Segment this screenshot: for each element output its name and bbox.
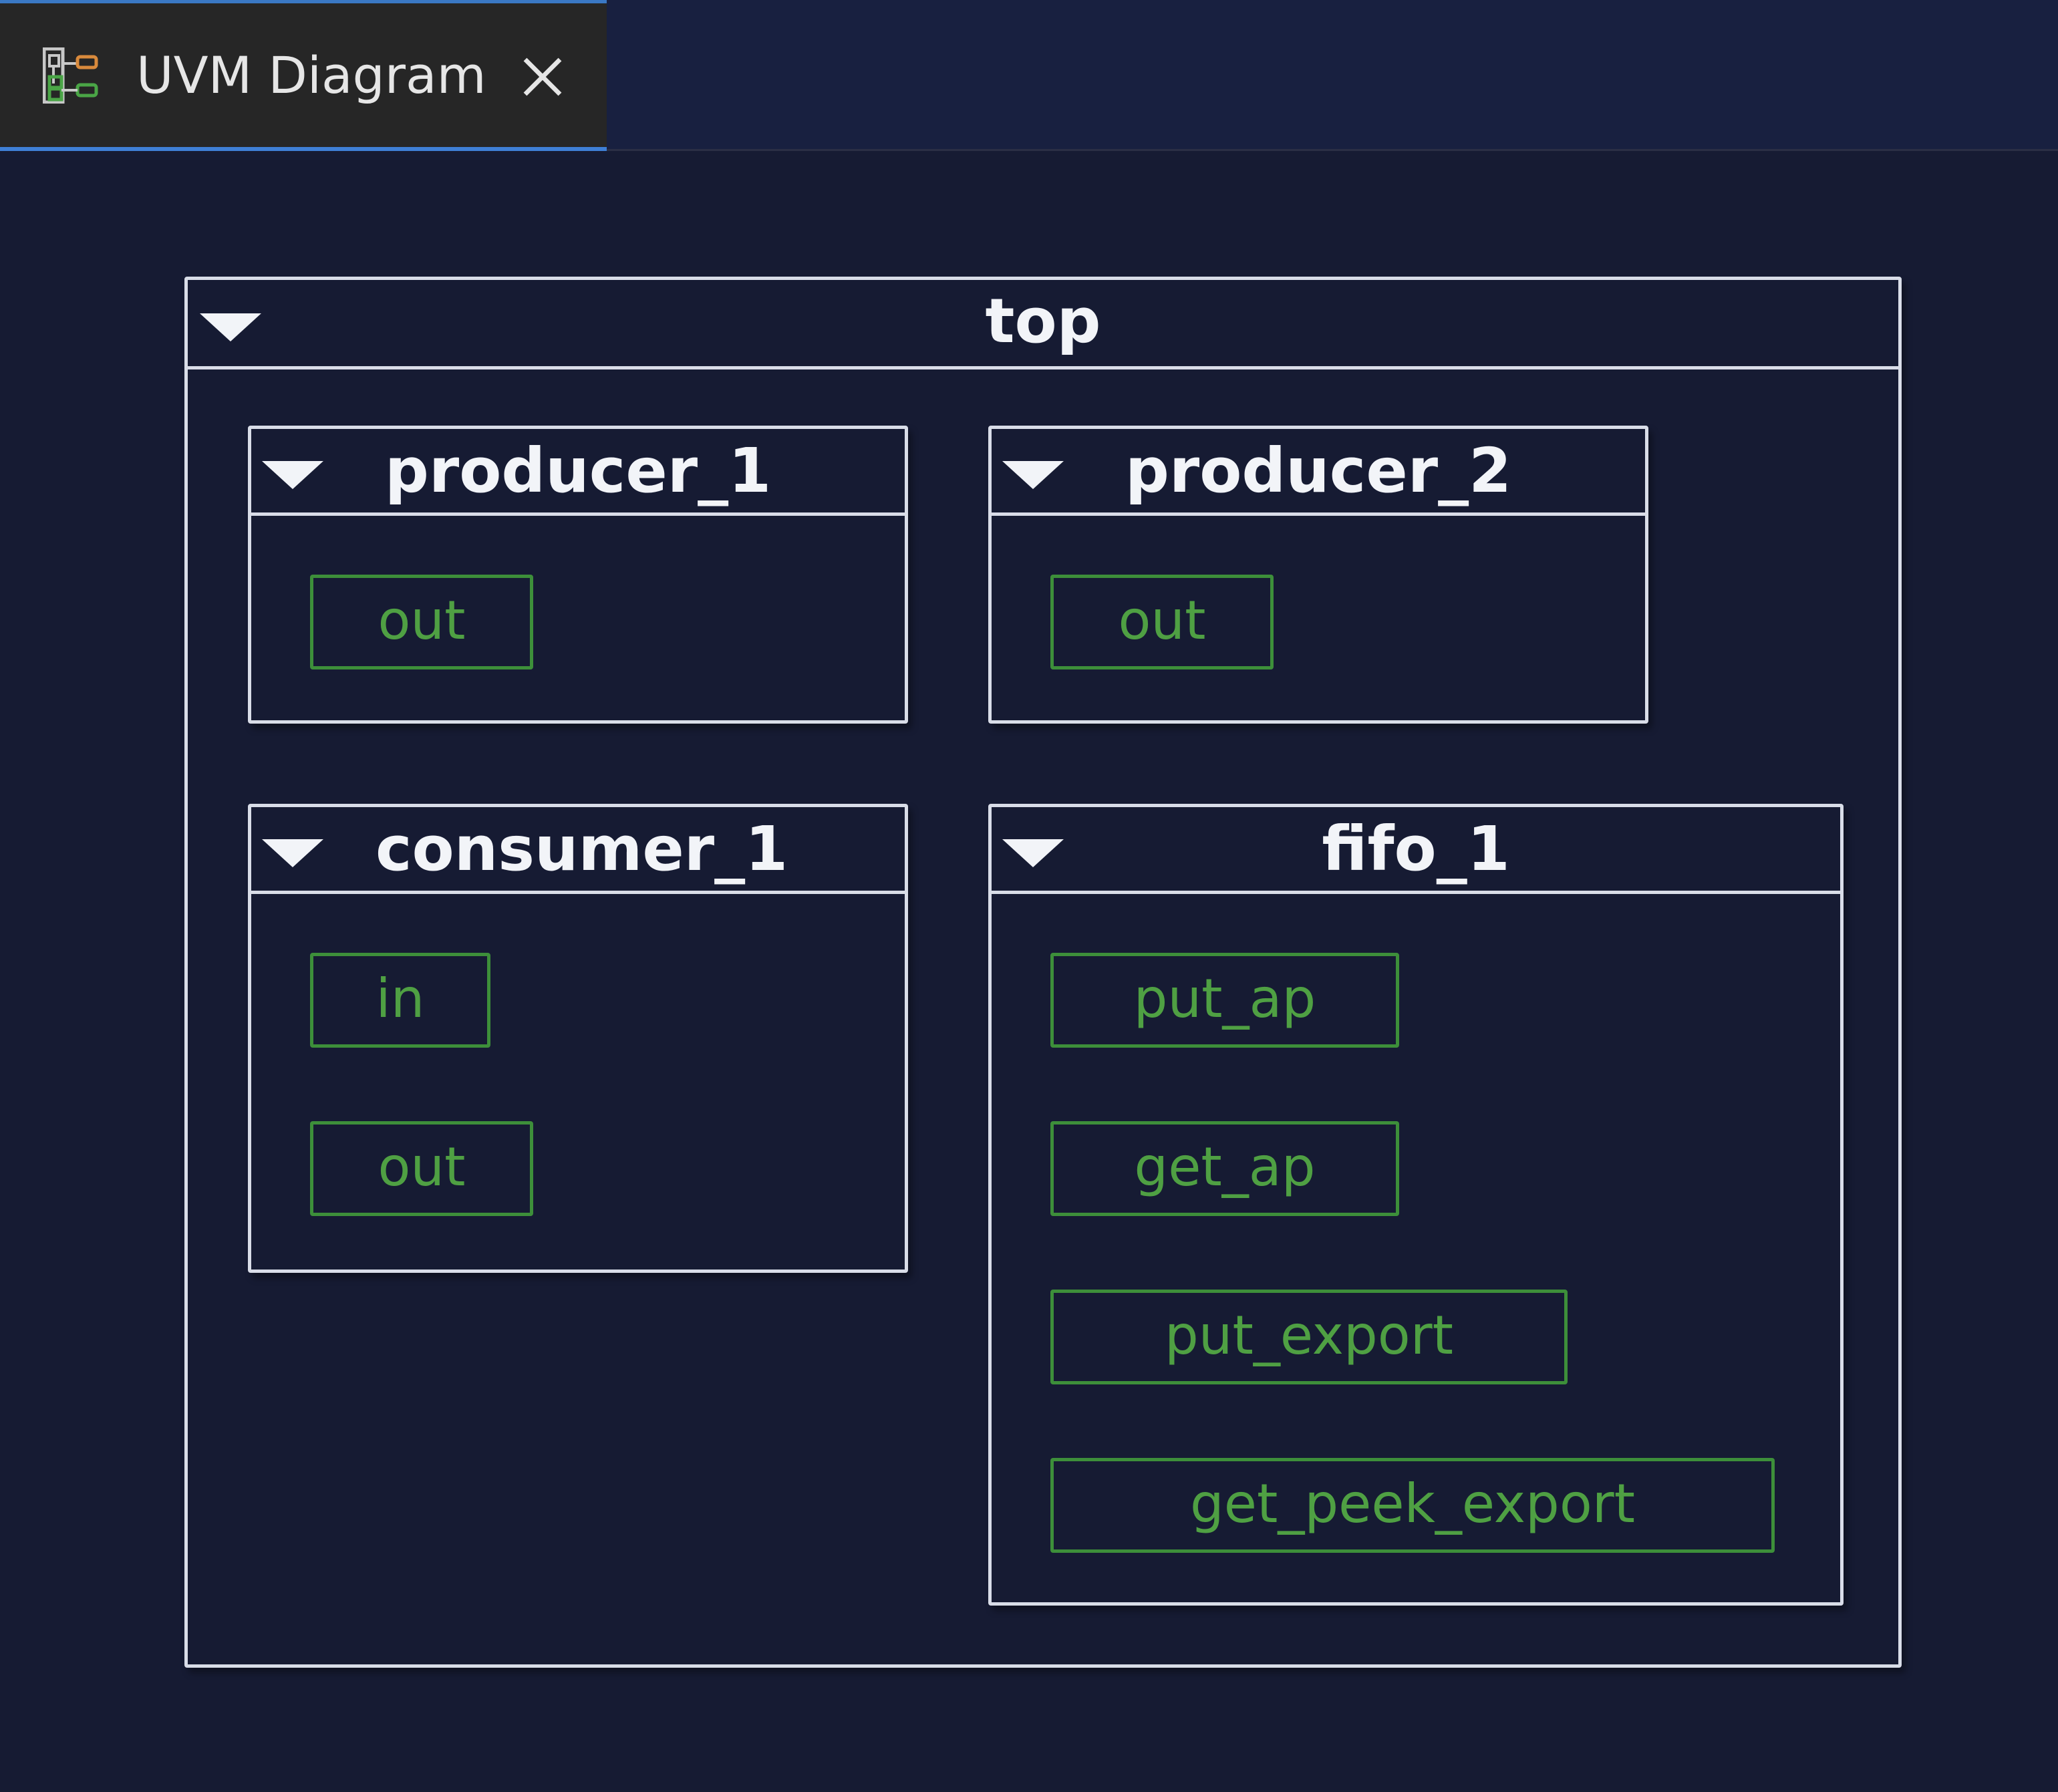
diagram-icon xyxy=(43,47,98,104)
component-fifo-1-label: fifo_1 xyxy=(1322,813,1510,885)
component-producer-1[interactable]: producer_1 out xyxy=(248,426,908,724)
component-consumer-1-label: consumer_1 xyxy=(376,813,788,885)
tab-title: UVM Diagram xyxy=(136,45,486,105)
component-producer-1-header: producer_1 xyxy=(251,429,905,516)
tab-bar: UVM Diagram xyxy=(0,0,2058,151)
component-fifo-1-header: fifo_1 xyxy=(992,807,1840,894)
component-consumer-1-header: consumer_1 xyxy=(251,807,905,894)
port-out[interactable]: out xyxy=(1050,575,1274,669)
port-get-peek-export[interactable]: get_peek_export xyxy=(1050,1458,1775,1553)
component-fifo-1[interactable]: fifo_1 put_ap get_ap put_export get_peek… xyxy=(988,804,1844,1606)
collapse-triangle-icon[interactable] xyxy=(258,456,327,496)
component-producer-2-header: producer_2 xyxy=(992,429,1645,516)
collapse-triangle-icon[interactable] xyxy=(196,307,265,347)
close-icon[interactable] xyxy=(523,57,563,97)
port-put-export[interactable]: put_export xyxy=(1050,1290,1568,1384)
component-top-label: top xyxy=(985,285,1101,357)
component-producer-1-label: producer_1 xyxy=(385,435,772,506)
component-top[interactable]: top producer_1 out producer_2 out consum… xyxy=(184,277,1902,1668)
port-out[interactable]: out xyxy=(310,575,533,669)
component-consumer-1[interactable]: consumer_1 in out xyxy=(248,804,908,1273)
component-producer-2-label: producer_2 xyxy=(1125,435,1512,506)
port-get-ap[interactable]: get_ap xyxy=(1050,1121,1399,1216)
collapse-triangle-icon[interactable] xyxy=(998,456,1068,496)
component-producer-2[interactable]: producer_2 out xyxy=(988,426,1648,724)
port-put-ap[interactable]: put_ap xyxy=(1050,953,1399,1048)
tab-uvm-diagram[interactable]: UVM Diagram xyxy=(0,0,607,151)
port-in[interactable]: in xyxy=(310,953,490,1048)
component-top-header: top xyxy=(188,280,1898,369)
collapse-triangle-icon[interactable] xyxy=(258,834,327,874)
collapse-triangle-icon[interactable] xyxy=(998,834,1068,874)
port-out[interactable]: out xyxy=(310,1121,533,1216)
